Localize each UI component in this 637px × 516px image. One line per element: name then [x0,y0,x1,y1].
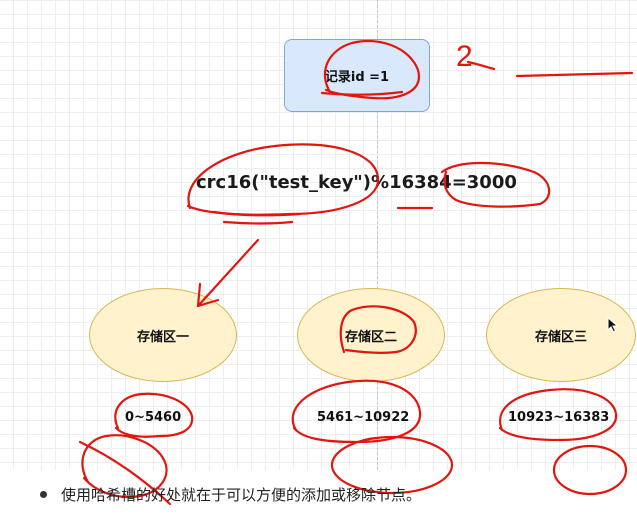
bullet-note: 使用哈希槽的好处就在于可以方便的添加或移除节点。 [40,484,630,505]
storage-zone-2: 存储区二 [297,288,445,382]
slot-range-1: 0~5460 [125,410,182,425]
record-label: 记录id =1 [324,70,390,85]
hash-formula: crc16("test_key")%16384=3000 [196,172,517,193]
mouse-cursor-icon [607,317,619,333]
storage-zone-3: 存储区三 [486,288,636,382]
diagram-canvas: 记录id =1 crc16("test_key")%16384=3000 存储区… [0,0,637,470]
slot-range-3: 10923~16383 [508,410,610,425]
bullet-note-text: 使用哈希槽的好处就在于可以方便的添加或移除节点。 [61,486,422,504]
record-box: 记录id =1 [284,39,430,112]
bullet-dot-icon [40,491,47,498]
center-guide-line [377,0,378,470]
storage-zone-3-label: 存储区三 [534,329,587,345]
slot-range-2: 5461~10922 [317,410,410,425]
storage-zone-1-label: 存储区一 [136,329,189,345]
storage-zone-2-label: 存储区二 [344,329,397,345]
storage-zone-1: 存储区一 [89,288,237,382]
